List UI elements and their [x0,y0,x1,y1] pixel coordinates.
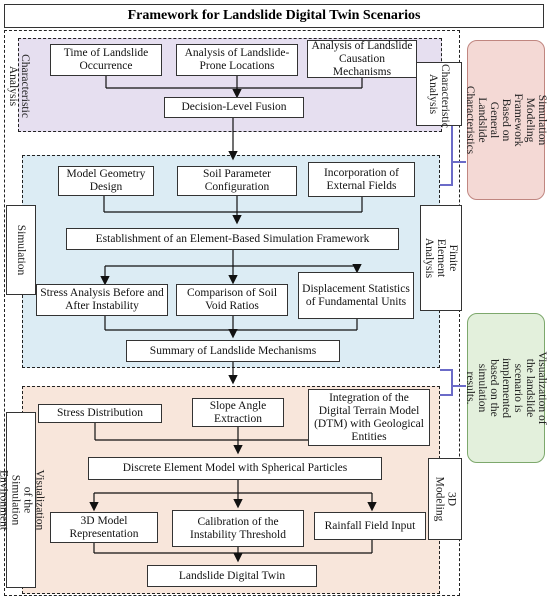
landslide-mechanisms-summary-box: Summary of Landslide Mechanisms [126,340,340,362]
discrete-element-model-box: Discrete Element Model with Spherical Pa… [88,457,382,480]
stress-distribution-box: Stress Distribution [38,404,162,423]
rainfall-field-input-box: Rainfall Field Input [314,512,426,540]
external-fields-box: Incorporation of External Fields [308,162,415,197]
time-of-occurrence-box: Time of Landslide Occurrence [50,44,162,76]
characteristic-left-label: Characteristic Analysis [7,54,32,118]
soil-parameter-box: Soil Parameter Configuration [177,166,297,196]
visualization-note: Visualization of the landslide scenario … [464,313,548,463]
prone-locations-box: Analysis of Landslide-Prone Locations [176,44,298,76]
soil-void-ratio-box: Comparison of Soil Void Ratios [176,284,288,316]
stress-analysis-box: Stress Analysis Before and After Instabi… [36,284,168,316]
outer-frame [4,30,460,596]
displacement-statistics-box: Displacement Statistics of Fundamental U… [298,272,414,319]
dtm-integration-box: Integration of the Digital Terrain Model… [308,389,430,446]
slope-angle-extraction-box: Slope Angle Extraction [192,398,284,427]
simulation-left-label: Simulation [6,205,36,295]
diagram-title: Framework for Landslide Digital Twin Sce… [4,4,544,28]
finite-element-analysis-label: Finite Element Analysis [420,205,462,311]
characteristic-right-label: Characteristic Analysis [416,62,462,128]
decision-fusion-box: Decision-Level Fusion [164,97,304,118]
landslide-digital-twin-box: Landslide Digital Twin [147,565,317,587]
3d-modeling-label: 3D Modeling [428,458,462,540]
simulation-framework-note: Simulation Modeling Framework Based on G… [464,40,548,200]
instability-threshold-box: Calibration of the Instability Threshold [172,510,304,547]
causation-mechanisms-box: Analysis of Landslide Causation Mechanis… [307,40,417,78]
simulation-framework-box: Establishment of an Element-Based Simula… [66,228,399,250]
model-geometry-box: Model Geometry Design [58,166,154,196]
3d-model-representation-box: 3D Model Representation [50,512,158,543]
visualization-left-label: Visualization of the Simulation Environm… [0,412,45,588]
